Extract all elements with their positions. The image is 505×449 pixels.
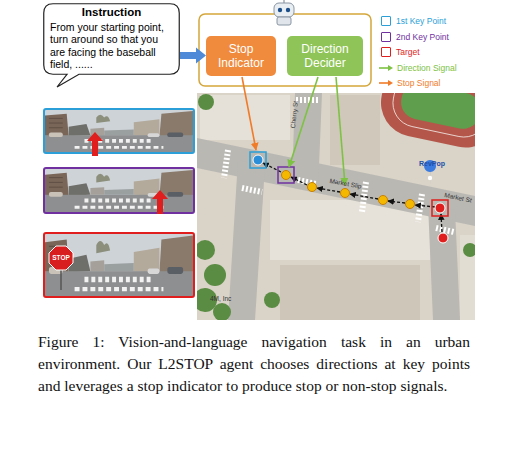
tree [463,243,475,257]
panorama-frame [44,168,194,213]
building [330,95,380,165]
track-lane [388,93,475,141]
legend-text: Stop Signal [397,78,440,88]
legend-row: 1st Key Point [378,15,446,27]
panorama-image [45,169,193,212]
route-step [388,201,405,203]
module-label: Stop Indicator [206,42,276,70]
route-point [379,196,388,205]
tree [204,264,226,286]
building [280,265,420,320]
target-point [438,233,448,243]
target-box [432,200,448,216]
legend-text: 1st Key Point [396,16,446,26]
instruction-text: From your starting point, turn around so… [43,21,180,71]
legend-text: Direction Signal [397,63,457,73]
direction-signal-line [336,77,345,185]
field [398,93,475,132]
crosswalk [418,194,422,222]
track-surface [375,93,475,154]
legend-row: Direction Signal [378,62,457,74]
route-point [282,171,291,180]
robot-eye [286,8,290,12]
tree [198,94,214,110]
legend-row: 2nd Key Point [378,31,449,43]
route-step [317,188,340,192]
running-track [375,93,475,154]
direction-signal-line [289,77,318,167]
legend-arrowhead [388,80,393,86]
panorama-views [44,109,194,297]
pin-dot [428,176,432,180]
road [428,204,460,320]
key-point-box [250,152,266,168]
crosswalk [436,228,454,232]
block-arrow [180,48,206,64]
stop-sign [49,246,73,270]
legend-line [379,67,389,69]
legend-line-sample [378,78,394,88]
legend-text: 2nd Key Point [396,32,449,42]
target-point [435,203,445,213]
legend-swatch [381,32,391,42]
tree [197,240,215,260]
route-arrows [263,163,442,232]
route-points [253,155,448,243]
panorama-image [45,110,193,152]
route-point [308,183,317,192]
bubble-heading: Instruction [43,3,180,21]
figure-caption: Figure 1: Vision-and-language navigation… [38,331,470,397]
red-arrow [87,132,103,156]
route-point [406,200,415,209]
legend-arrowhead [388,65,393,71]
robot-eye [278,8,282,12]
crosswalk [224,150,228,178]
panorama-image [45,234,193,296]
route-point [341,189,350,198]
legend-line-sample [378,63,394,73]
module-label: Direction Decider [287,42,363,70]
direction-decider-box: Direction Decider [287,36,363,76]
place-name: 4M, Inc [210,296,231,303]
place-name: RevPop [419,160,445,167]
robot-head [274,3,294,17]
stop-indicator-box: Stop Indicator [206,36,276,76]
start-point [253,155,263,165]
legend-swatch [381,47,391,57]
stop-signal-line [242,77,256,150]
crosswalk [242,188,262,192]
crosswalk [296,97,320,103]
legend-row: Stop Signal [378,77,440,89]
tree [213,303,231,320]
legend-text: Target [396,47,420,57]
route-step [350,194,378,199]
legend-row: Target [378,46,420,58]
panorama-frame [44,109,194,153]
building [460,235,475,320]
trees [197,94,475,320]
panorama-frame [44,233,194,297]
legend-line [379,82,389,84]
key-point-box [278,167,294,183]
legend-swatch [381,16,391,26]
red-arrow [152,190,168,214]
robot-icon [274,0,294,25]
street-map [197,93,475,320]
tree [264,292,280,308]
bubble-outline-path [44,4,180,87]
robot-body [277,17,291,25]
instruction-bubble: InstructionFrom your starting point, tur… [43,3,180,75]
road [228,160,265,320]
stop-sign-text: STOP [49,255,73,262]
agent-frame [199,14,371,86]
